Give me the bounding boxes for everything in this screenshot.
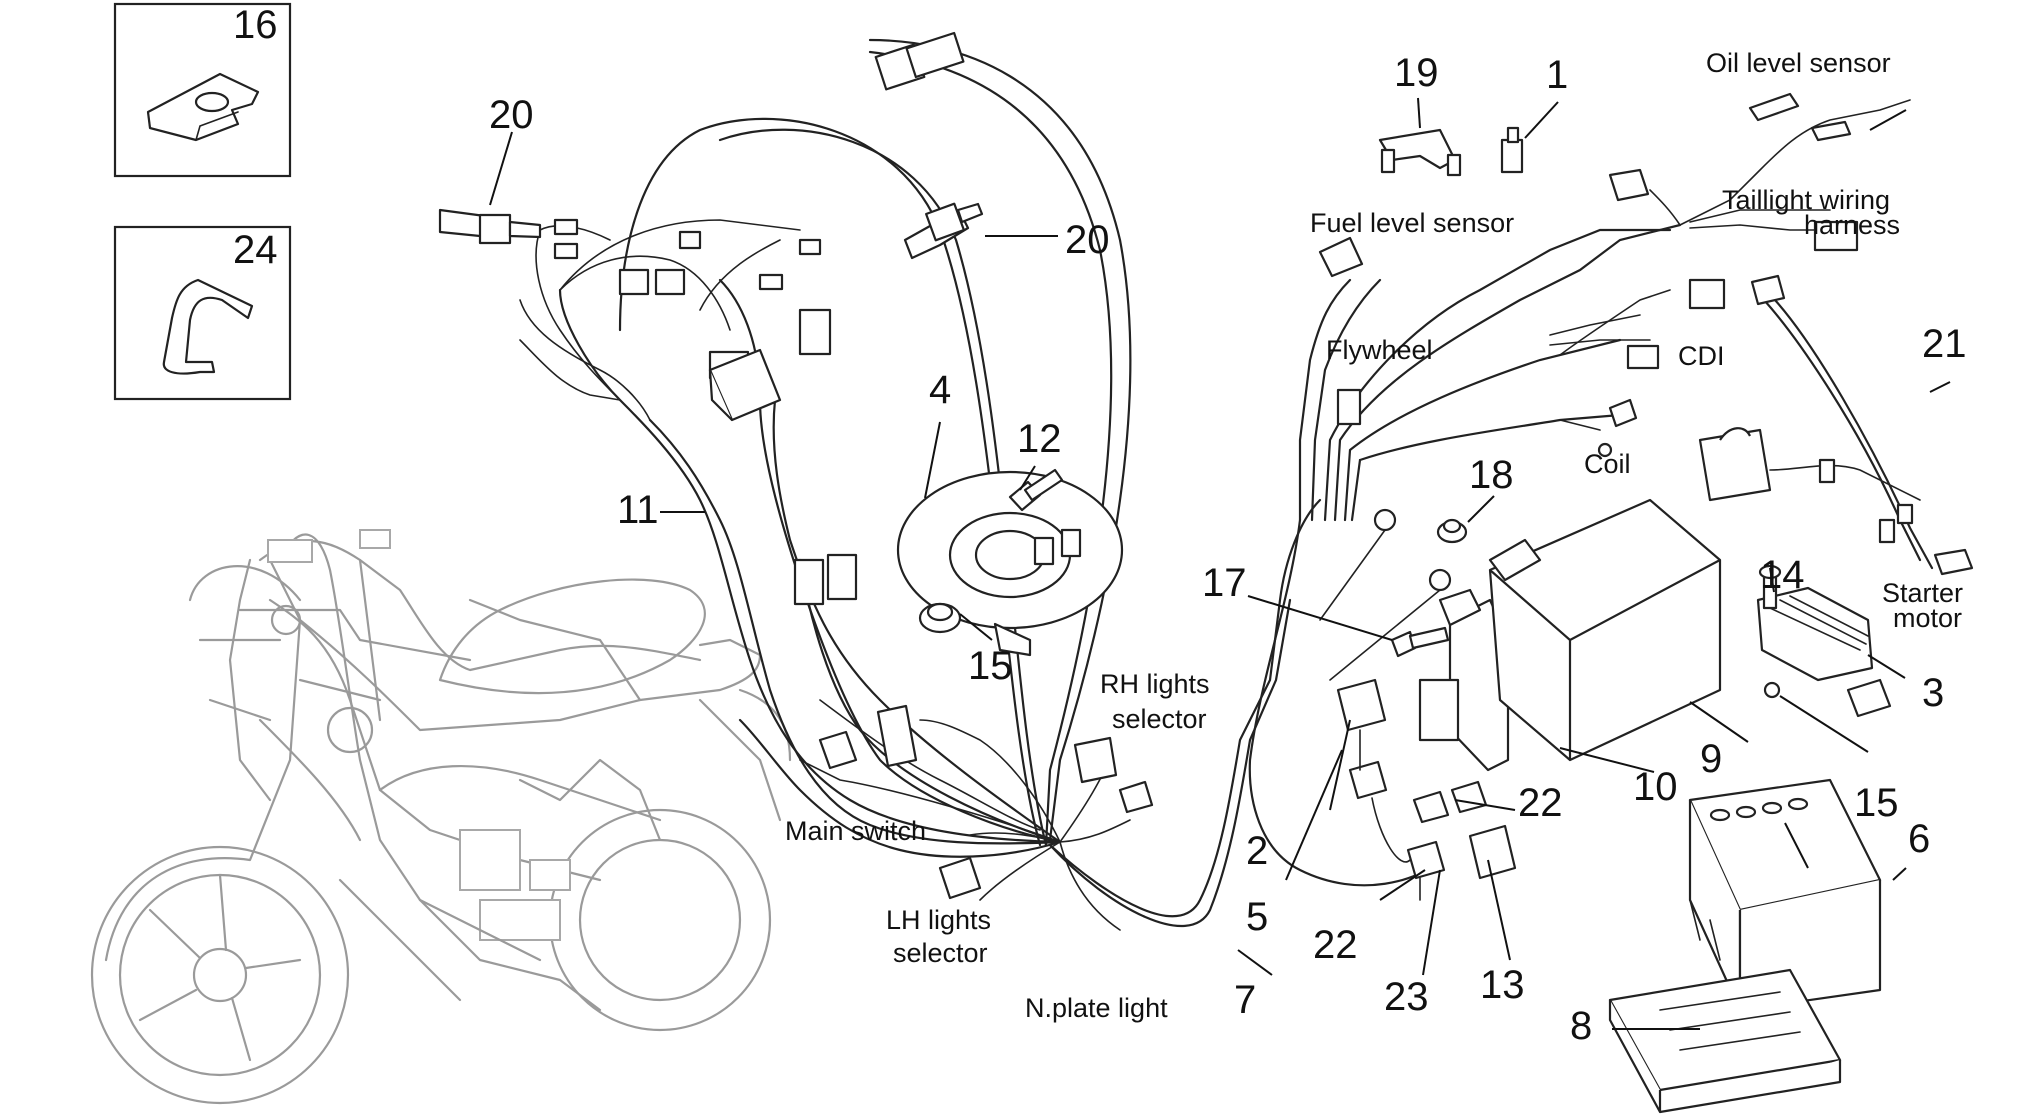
- part-18-screw[interactable]: [1436, 518, 1468, 544]
- callout-3: 3: [1922, 671, 1944, 715]
- label-flywheel: Flywheel: [1326, 335, 1433, 365]
- coil-connector: [1597, 398, 1638, 458]
- callout-24: 24: [233, 228, 278, 272]
- part-10-ignition-coil[interactable]: [1418, 588, 1510, 772]
- part-1-fuse[interactable]: [1500, 126, 1524, 174]
- callout-4: 4: [929, 368, 951, 412]
- callout-21: 21: [1922, 322, 1967, 366]
- label-rh-lights-line1: RH lights: [1100, 669, 1210, 699]
- label-lh-lights-line1: LH lights: [886, 905, 991, 935]
- oil-level-sensor: [1748, 92, 1852, 142]
- callout-17: 17: [1202, 561, 1247, 605]
- leader-lines: [489, 97, 1951, 1030]
- callout-22-top: 22: [1518, 781, 1563, 825]
- connector-top: [874, 31, 965, 91]
- label-rh-lights-line2: selector: [1112, 704, 1207, 734]
- label-cdi: CDI: [1678, 341, 1725, 371]
- part-15-nut-right[interactable]: [1763, 681, 1781, 699]
- label-fuel-level-sensor: Fuel level sensor: [1310, 208, 1514, 238]
- relay-block: [1336, 678, 1517, 901]
- part-17-bolt[interactable]: [1390, 626, 1450, 658]
- label-n-plate-light: N.plate light: [1025, 993, 1168, 1023]
- callout-23: 23: [1384, 975, 1429, 1019]
- part-19-fuel-level-sensor[interactable]: [1378, 128, 1462, 177]
- callout-15-right: 15: [1854, 781, 1899, 825]
- callout-13: 13: [1480, 963, 1525, 1007]
- callout-18: 18: [1469, 453, 1514, 497]
- part-12-screw[interactable]: [1008, 468, 1064, 512]
- callout-15-left: 15: [968, 644, 1013, 688]
- callout-14: 14: [1760, 553, 1805, 597]
- cdi-connector: [1626, 278, 1726, 370]
- part-3-voltage-regulator[interactable]: [1756, 586, 1892, 718]
- callout-19: 19: [1394, 51, 1439, 95]
- label-oil-level-sensor: Oil level sensor: [1706, 48, 1891, 78]
- label-starter-line2: motor: [1893, 603, 1962, 633]
- part-8-battery-tray[interactable]: [1608, 968, 1842, 1114]
- ground-terminals: [1319, 508, 1452, 681]
- part-20-bulb-right: [903, 202, 984, 260]
- inset-box-16: [113, 2, 292, 178]
- part-15-nut-left[interactable]: [918, 602, 962, 634]
- callout-20-left: 20: [489, 93, 534, 137]
- callout-2: 2: [1246, 829, 1268, 873]
- part-21-starter-cable[interactable]: [1750, 274, 1974, 576]
- label-starter-line1: Starter: [1882, 578, 1963, 608]
- part-9-cdi-unit[interactable]: [1488, 498, 1722, 762]
- starter-relay: [1698, 427, 1921, 544]
- label-coil: Coil: [1584, 449, 1631, 479]
- inset-box-24: [113, 225, 292, 401]
- retaining-clip-icon: [162, 278, 254, 375]
- callout-12: 12: [1017, 417, 1062, 461]
- callout-11: 11: [617, 488, 659, 532]
- callout-20-right: 20: [1065, 218, 1110, 262]
- part-11-relay[interactable]: [708, 348, 782, 422]
- taillight-connector: [1608, 168, 1859, 252]
- component-labels: Oil level sensor Taillight wiring harnes…: [785, 48, 1963, 1023]
- flywheel-connector: [1336, 388, 1362, 426]
- label-taillight-line1: Taillight wiring: [1722, 185, 1890, 215]
- label-main-switch: Main switch: [785, 816, 926, 846]
- handlebar-harness-branch: [519, 219, 1131, 931]
- scooter-overview-illustration: [90, 529, 792, 1105]
- callout-9: 9: [1700, 737, 1722, 781]
- main-switch-connector: [818, 704, 1154, 900]
- fuel-level-connector: [1318, 236, 1364, 278]
- part-20-bulb-left: [438, 208, 579, 260]
- callout-10: 10: [1633, 765, 1678, 809]
- label-lh-lights-line2: selector: [893, 938, 988, 968]
- horn-connectors: [1033, 528, 1082, 566]
- label-taillight-line2: harness: [1804, 210, 1900, 240]
- callout-8: 8: [1570, 1004, 1592, 1048]
- callout-16: 16: [233, 3, 278, 47]
- callout-5: 5: [1246, 895, 1268, 939]
- callout-6: 6: [1908, 817, 1930, 861]
- callout-numbers: 16 24 20 20 4 12 11 15 19 1 21 18 17 14 …: [233, 3, 1967, 1048]
- callout-1: 1: [1546, 53, 1568, 97]
- callout-7: 7: [1234, 978, 1256, 1022]
- callout-22-bottom: 22: [1313, 923, 1358, 967]
